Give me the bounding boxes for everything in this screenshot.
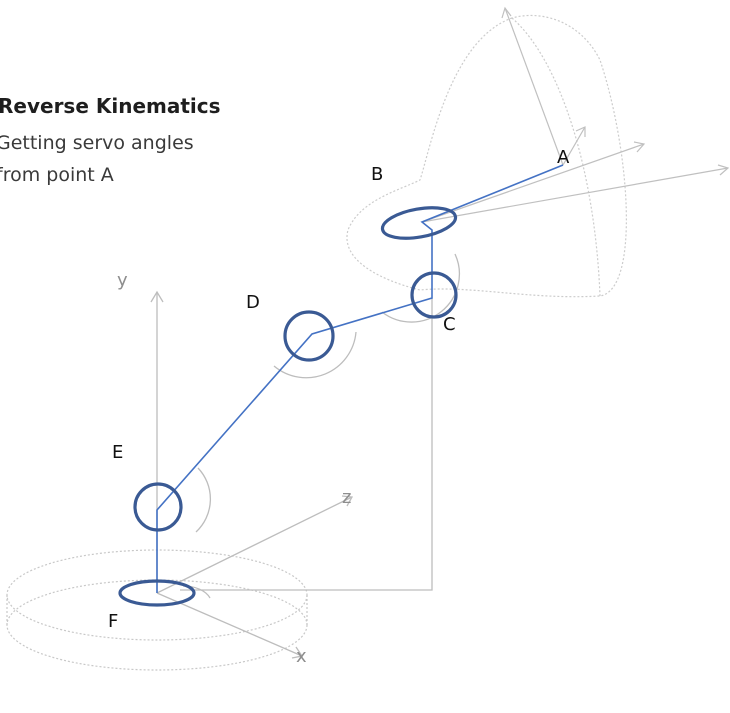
axis-y-label: y bbox=[117, 270, 128, 291]
subtitle-line-1: Getting servo angles bbox=[0, 132, 194, 154]
point-e-label: E bbox=[112, 442, 123, 463]
axis-z-label: z bbox=[342, 487, 351, 508]
subtitle-line-2: from point A bbox=[0, 164, 114, 186]
axis-x-label: x bbox=[296, 646, 307, 667]
point-c-label: C bbox=[443, 314, 456, 335]
diagram-title: Reverse Kinematics bbox=[0, 94, 221, 118]
joint-e-servo bbox=[133, 482, 183, 532]
direction-rays bbox=[421, 6, 730, 223]
projection-line bbox=[180, 298, 433, 591]
joint-angle-arcs bbox=[182, 253, 461, 599]
point-f-label: F bbox=[108, 611, 118, 632]
point-b-label: B bbox=[371, 164, 383, 185]
joint-d-servo bbox=[283, 310, 335, 362]
joint-b-servo bbox=[380, 206, 458, 240]
joint-c-servo bbox=[410, 271, 458, 319]
joint-f-servo bbox=[118, 579, 196, 607]
point-a-label: A bbox=[557, 147, 570, 168]
arm-links bbox=[156, 164, 564, 593]
reach-volume bbox=[346, 14, 627, 298]
point-d-label: D bbox=[246, 292, 260, 313]
